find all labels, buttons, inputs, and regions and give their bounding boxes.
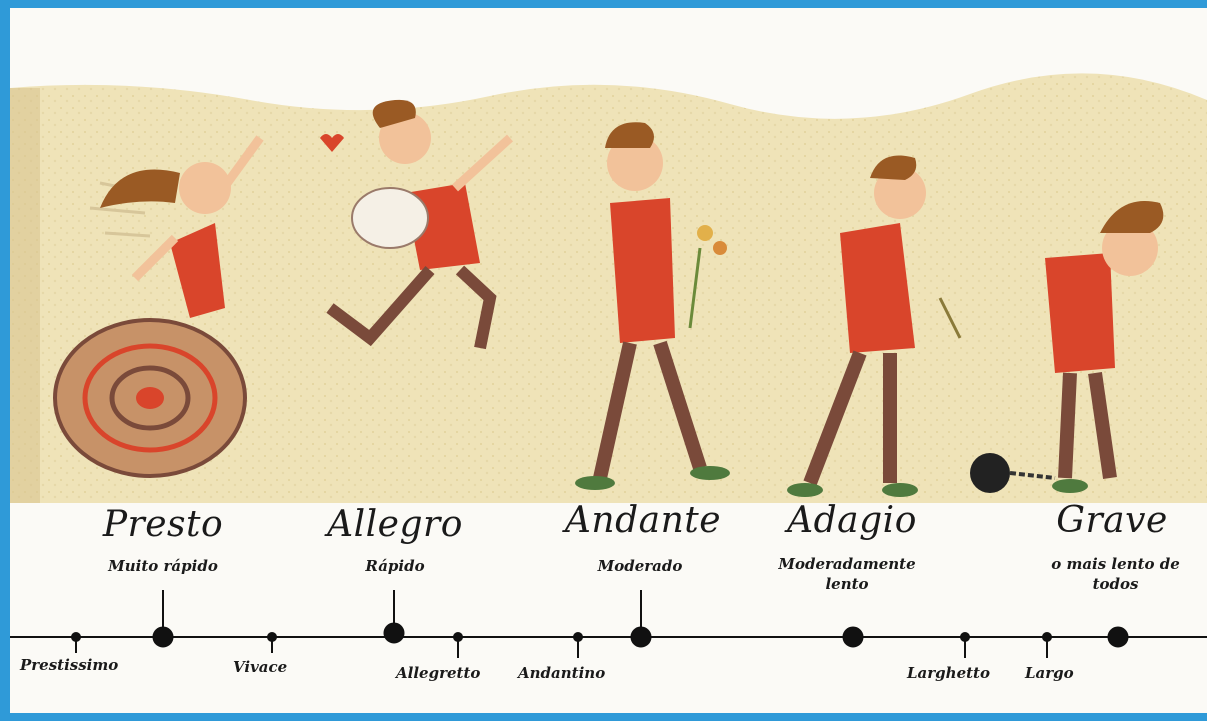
minor-term-andantino: Andantino bbox=[518, 664, 606, 682]
presto-marker bbox=[152, 626, 174, 648]
tempo-desc-andante: Moderado bbox=[597, 557, 683, 575]
tempo-desc-grave: o mais lento de todos bbox=[1051, 555, 1180, 593]
tempo-name-allegro: Allegro bbox=[327, 504, 463, 545]
main-tempo-markers bbox=[152, 590, 1129, 648]
grave-marker bbox=[1107, 626, 1129, 648]
illustration-frame: Presto Allegro Andante Adagio Grave Muit… bbox=[10, 8, 1207, 713]
tempo-desc-presto: Muito rápido bbox=[108, 557, 218, 575]
grave-figure bbox=[970, 201, 1164, 493]
adagio-marker bbox=[842, 626, 864, 648]
tempo-desc-allegro: Rápido bbox=[365, 557, 425, 575]
tempo-name-presto: Presto bbox=[102, 504, 224, 545]
minor-term-vivace: Vivace bbox=[233, 658, 288, 676]
minor-term-larghetto: Larghetto bbox=[907, 664, 990, 682]
presto-figure bbox=[53, 135, 264, 478]
minor-term-prestissimo: Prestissimo bbox=[20, 656, 119, 674]
minor-term-allegretto: Allegretto bbox=[396, 664, 481, 682]
tempo-name-andante: Andante bbox=[564, 500, 722, 541]
tempo-name-adagio: Adagio bbox=[787, 500, 917, 541]
minor-term-largo: Largo bbox=[1025, 664, 1074, 682]
allegro-figure bbox=[320, 99, 514, 350]
tempo-illustration bbox=[10, 73, 1207, 658]
minor-tempo-markers bbox=[71, 632, 1052, 658]
andante-marker bbox=[630, 626, 652, 648]
tempo-desc-adagio: Moderadamente lento bbox=[778, 555, 916, 593]
adagio-figure bbox=[787, 155, 962, 497]
allegro-marker bbox=[383, 622, 405, 644]
andante-figure bbox=[575, 122, 730, 490]
tempo-name-grave: Grave bbox=[1056, 500, 1168, 541]
